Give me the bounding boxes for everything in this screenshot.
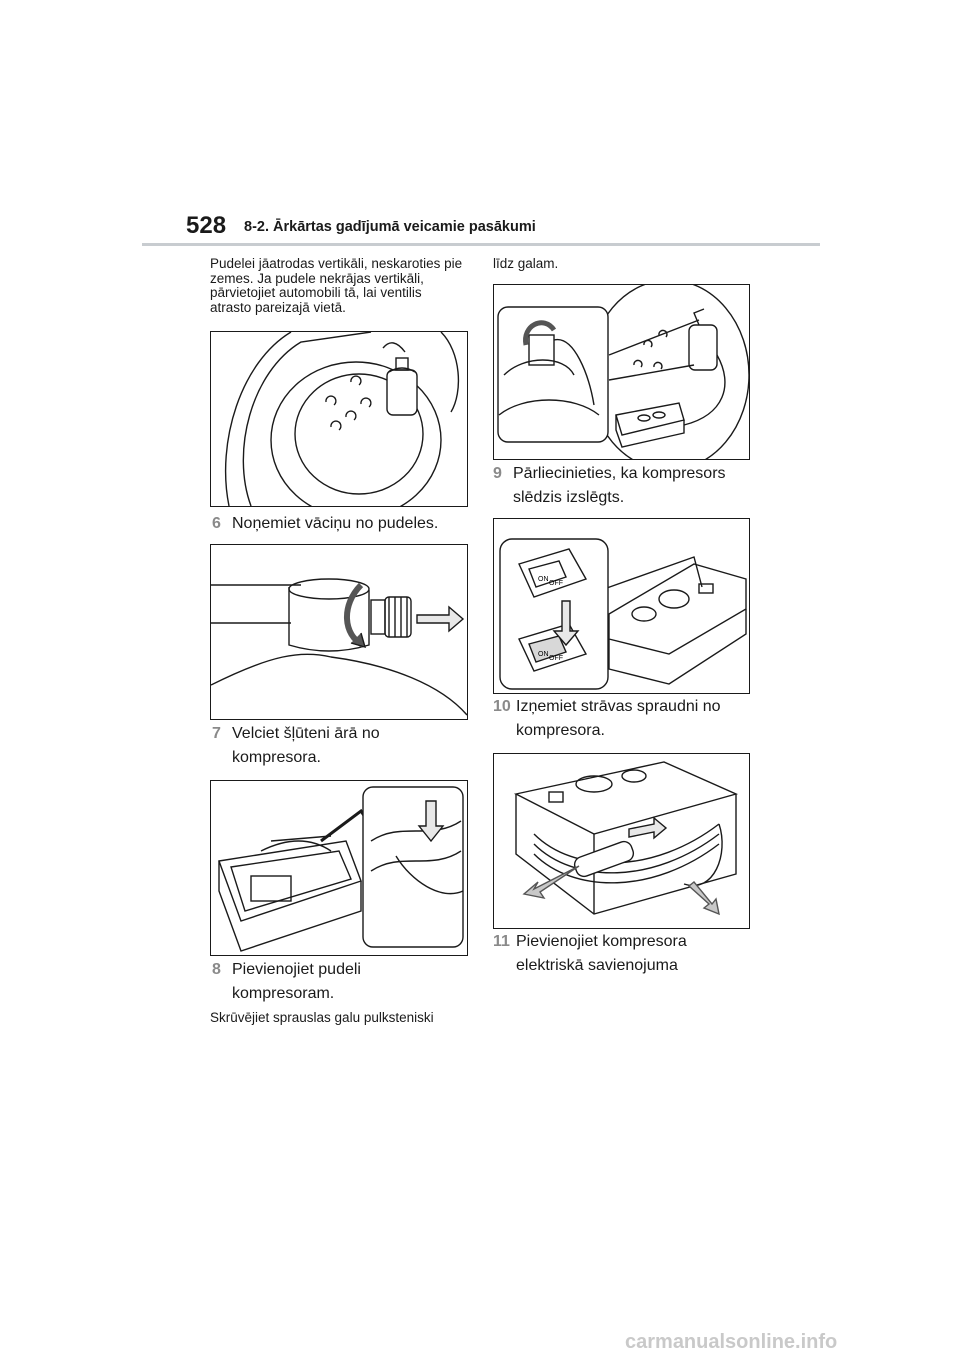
footer-watermark: carmanualsonline.info [625, 1331, 838, 1353]
step-8-text: Pievienojiet pudeli kompresoram. [232, 961, 361, 1002]
figure-remove-cap [210, 544, 468, 720]
page-number: 528 [186, 212, 227, 239]
switch-on-label-2: ON [538, 651, 549, 658]
step-6: 6 Noņemiet vāciņu no pudeles. [212, 512, 468, 536]
figure-pull-hose [210, 780, 468, 956]
step-7-number: 7 [212, 725, 221, 742]
pull-hose-illustration [218, 786, 464, 952]
switch-on-label-1: ON [538, 576, 549, 583]
figure-switch-off: ON OFF ON OFF [493, 518, 750, 694]
step-7-text: Velciet šļūteni ārā no kompresora. [232, 725, 380, 766]
figure-bottle-connected [493, 284, 750, 460]
step-10: 10 Izņemiet strāvas spraudni no kompreso… [493, 695, 749, 743]
step-9: 9 Pārliecinieties, ka kompresors slēdzis… [493, 462, 749, 510]
bottle-connected-illustration [497, 285, 749, 459]
step-11-number: 11 [493, 933, 510, 950]
figure-wheel-bottle [210, 331, 468, 507]
header-divider [142, 243, 820, 246]
step-8-number: 8 [212, 961, 221, 978]
step-6-number: 6 [212, 515, 221, 532]
step-11-text: Pievienojiet kompresora elektriskā savie… [516, 933, 687, 974]
step-10-number: 10 [493, 698, 511, 715]
step-6-text: Noņemiet vāciņu no pudeles. [232, 515, 439, 532]
step-7: 7 Velciet šļūteni ārā no kompresora. [212, 722, 468, 770]
step-11: 11 Pievienojiet kompresora elektriskā sa… [493, 930, 749, 978]
section-title: 8-2. Ārkārtas gadījumā veicamie pasākumi [244, 219, 536, 235]
switch-off-illustration: ON OFF ON OFF [499, 538, 747, 690]
continuation-text: līdz galam. [493, 256, 559, 271]
step-8: 8 Pievienojiet pudeli kompresoram. [212, 958, 468, 1006]
remove-cap-illustration [211, 578, 467, 716]
intro-paragraph: Pudelei jāatrodas vertikāli, neskaroties… [210, 256, 463, 315]
figure-unplug-cord [493, 753, 750, 929]
step-8-note: Skrūvējiet sprauslas galu pulksteniski [210, 1010, 434, 1025]
step-9-text: Pārliecinieties, ka kompresors slēdzis i… [513, 465, 726, 506]
switch-off-label-1: OFF [549, 580, 563, 587]
step-9-number: 9 [493, 465, 502, 482]
step-10-text: Izņemiet strāvas spraudni no kompresora. [516, 698, 721, 739]
unplug-cord-illustration [513, 761, 739, 916]
wheel-bottle-illustration [224, 332, 460, 506]
switch-off-label-2: OFF [549, 655, 563, 662]
